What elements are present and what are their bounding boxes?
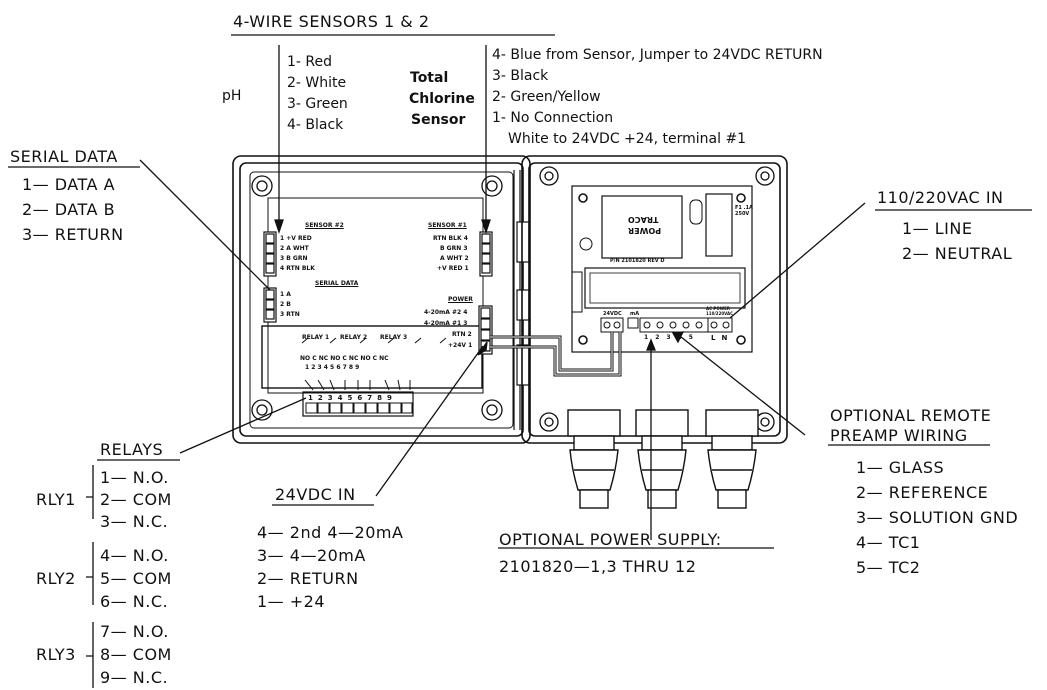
psu-brand-1: TRACO xyxy=(628,215,659,224)
ac-item-2: 2— NEUTRAL xyxy=(902,244,1013,263)
vdc-title: 24VDC IN xyxy=(275,485,356,504)
right-enclosure xyxy=(521,155,788,444)
preamp-item-1: 1— GLASS xyxy=(856,458,945,477)
board-serial-row-2: 2 B xyxy=(280,301,291,308)
psu-vdc-label: 24VDC xyxy=(603,311,622,317)
relays-title: RELAYS xyxy=(100,440,164,459)
serial-data-title: SERIAL DATA xyxy=(10,147,118,166)
board-power-header: POWER xyxy=(448,296,473,303)
preamp-item-4: 4— TC1 xyxy=(856,533,921,552)
sensor2-terminal-block xyxy=(263,231,277,277)
board-relay3-header: RELAY 3 xyxy=(380,334,408,341)
leader-lines xyxy=(8,34,1032,688)
chlorine-label-3: Sensor xyxy=(411,112,466,128)
relay-item-8: 8— COM xyxy=(100,645,172,664)
board-sensor1-header: SENSOR #1 xyxy=(428,222,467,229)
chlorine-wire-2: 2- Green/Yellow xyxy=(492,89,601,105)
rly2-label: RLY2 xyxy=(36,569,76,588)
relay-switch-symbols xyxy=(301,337,447,391)
board-sensor2-row-4: 4 RTN BLK xyxy=(280,265,315,272)
vdc-item-4: 4— 2nd 4—20mA xyxy=(257,523,404,542)
board-relay-contacts: NO C NC NO C NC NO C NC xyxy=(300,355,389,362)
relay-item-2: 2— COM xyxy=(100,490,172,509)
relay-item-3: 3— N.C. xyxy=(100,512,169,531)
ac-item-1: 1— LINE xyxy=(902,219,973,238)
preamp-item-2: 2— REFERENCE xyxy=(856,483,989,502)
board-serial-row-3: 3 RTN xyxy=(280,311,300,318)
psu-terminals xyxy=(600,317,733,333)
board-sensor2-row-3: 3 B GRN xyxy=(280,255,308,262)
vdc-item-1: 1— +24 xyxy=(257,592,326,611)
ac-title: 110/220VAC IN xyxy=(877,188,1004,207)
ph-wire-4: 4- Black xyxy=(287,117,344,133)
diagram-title: 4-WIRE SENSORS 1 & 2 xyxy=(233,12,430,31)
board-serial-header: SERIAL DATA xyxy=(315,280,359,287)
board-relay-terminal-numbers: 123456789 xyxy=(308,394,397,402)
chlorine-label-2: Chlorine xyxy=(409,91,475,107)
psu-ac-terms: LN xyxy=(711,334,734,342)
board-relay1-header: RELAY 1 xyxy=(302,334,330,341)
left-enclosure xyxy=(232,155,531,444)
chlorine-label-1: Total xyxy=(410,70,449,86)
psu-ac-label: AC POWER 110/220VAC xyxy=(706,306,734,316)
board-power-row-3: 4-20mA #1 3 xyxy=(424,320,468,327)
preamp-title-1: OPTIONAL REMOTE xyxy=(830,406,992,425)
relay-item-5: 5— COM xyxy=(100,569,172,588)
board-power-row-1: +24V 1 xyxy=(448,342,473,349)
board-sensor1-row-4: +V RED 1 xyxy=(437,265,469,272)
ph-label: pH xyxy=(222,88,242,104)
psu-ma-label: mA xyxy=(630,311,640,317)
psu-part-number: 2101820—1,3 THRU 12 xyxy=(499,557,697,576)
ph-wire-3: 3- Green xyxy=(287,96,348,112)
ph-wire-1: 1- Red xyxy=(287,54,333,70)
preamp-item-3: 3— SOLUTION GND xyxy=(856,508,1019,527)
psu-preamp-terms: 12345 xyxy=(644,334,700,341)
board-sensor2-row-1: 1 +V RED xyxy=(280,235,312,242)
rly1-label: RLY1 xyxy=(36,490,76,509)
preamp-item-5: 5— TC2 xyxy=(856,558,921,577)
cable-glands xyxy=(567,409,759,509)
board-serial-row-1: 1 A xyxy=(280,291,291,298)
relay-terminal-strip xyxy=(305,402,413,414)
serial-item-3: 3— RETURN xyxy=(22,225,124,244)
serial-terminal-block xyxy=(263,287,277,323)
board-relay2-header: RELAY 2 xyxy=(340,334,368,341)
serial-item-2: 2— DATA B xyxy=(22,200,116,219)
board-sensor1-row-2: B GRN 3 xyxy=(440,245,468,252)
chlorine-wire-note: White to 24VDC +24, terminal #1 xyxy=(508,131,747,147)
ph-wire-2: 2- White xyxy=(287,75,347,91)
sensor1-terminal-block xyxy=(479,231,493,277)
vdc-item-2: 2— RETURN xyxy=(257,569,359,588)
relay-item-1: 1— N.O. xyxy=(100,468,169,487)
board-sensor1-row-3: A WHT 2 xyxy=(440,255,469,262)
board-power-row-4: 4-20mA #2 4 xyxy=(424,309,468,316)
psu-title: OPTIONAL POWER SUPPLY: xyxy=(499,530,722,549)
psu-fuse-label: F1 .1A 250V xyxy=(735,205,753,217)
psu-brand-2: POWER xyxy=(628,226,662,235)
chlorine-wire-3: 3- Black xyxy=(492,68,549,84)
board-sensor2-header: SENSOR #2 xyxy=(305,222,344,229)
relay-item-7: 7— N.O. xyxy=(100,622,169,641)
board-relay-numbers: 1 2 3 4 5 6 7 8 9 xyxy=(305,364,360,371)
relay-item-4: 4— N.O. xyxy=(100,546,169,565)
vdc-item-3: 3— 4—20mA xyxy=(257,546,366,565)
serial-item-1: 1— DATA A xyxy=(22,175,116,194)
relay-item-9: 9— N.C. xyxy=(100,668,169,687)
chlorine-wire-4: 4- Blue from Sensor, Jumper to 24VDC RET… xyxy=(492,47,823,63)
relay-item-6: 6— N.C. xyxy=(100,592,169,611)
board-sensor2-row-2: 2 A WHT xyxy=(280,245,309,252)
rly3-label: RLY3 xyxy=(36,645,76,664)
psu-part-label: P/N 2101820 REV D xyxy=(610,258,665,264)
board-power-row-2: RTN 2 xyxy=(452,331,472,338)
preamp-title-2: PREAMP WIRING xyxy=(830,426,968,445)
chlorine-wire-1: 1- No Connection xyxy=(492,110,614,126)
board-sensor1-row-1: RTN BLK 4 xyxy=(433,235,468,242)
